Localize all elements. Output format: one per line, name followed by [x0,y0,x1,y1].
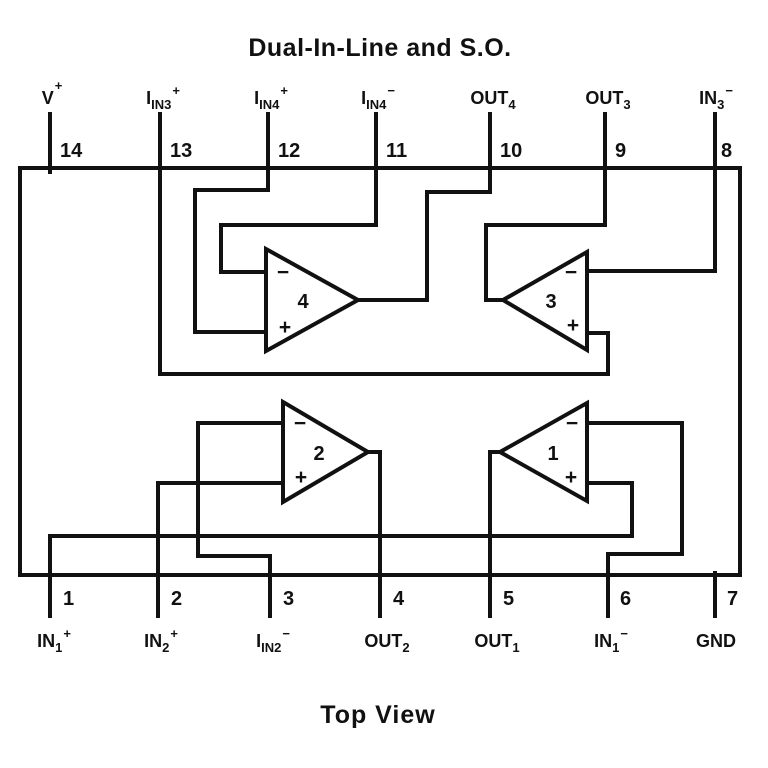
pin-10-label: OUT4 [470,88,516,112]
pin-13-label: IIN3+ [146,83,180,112]
opamp-4-minus-sign: − [277,261,289,284]
pin-9: 9 OUT3 [585,88,631,174]
pin-3-label: IIN2− [256,626,290,655]
bottom-pins: 1 IN1+ 2 IN2+ 3 IIN2− 4 OUT2 5 OUT1 6 IN… [37,571,738,655]
pin-6-label: IN1− [594,626,628,655]
pin-5: 5 OUT1 [474,571,520,655]
pin-7-number: 7 [727,588,738,610]
pin-7: 7 GND [696,571,738,651]
top-view-caption: Top View [320,701,435,729]
wire-pin2-to-amp2-plus [156,481,287,575]
pin-10-number: 10 [500,140,522,162]
pin-3: 3 IIN2− [256,571,294,655]
pin-13-number: 13 [170,140,192,162]
pin-1-label: IN1+ [37,626,71,655]
opamp-4-number: 4 [297,291,309,313]
diagram-title: Dual-In-Line and S.O. [248,34,511,62]
wire-pin12-to-amp4-plus [193,168,270,334]
opamp-1-body [495,399,589,505]
pin-11: 11 IIN4− [361,83,407,174]
opamp-1-plus-sign: + [565,466,577,489]
wire-pin4-to-amp2-out [364,450,382,575]
wire-pin13-to-amp3-plus [158,168,610,376]
pin-3-number: 3 [283,588,294,610]
opamp-1-number: 1 [547,443,558,465]
pin-10: 10 OUT4 [470,88,522,174]
wire-pin6-to-amp1-minus [583,421,684,575]
pin-13: 13 IIN3+ [146,83,192,174]
wire-pin11-to-amp4-minus [219,168,378,274]
opamp-1-minus-sign: − [566,412,578,435]
opamp-2-plus-sign: + [295,466,307,489]
pin-11-number: 11 [386,140,407,162]
pin-2: 2 IN2+ [144,571,182,655]
opamp-4-body [264,245,363,355]
pin-5-number: 5 [503,588,514,610]
opamp-3-minus-sign: − [565,261,577,284]
pin-9-number: 9 [615,140,626,162]
opamp-3-number: 3 [545,291,556,313]
pin-11-label: IIN4− [361,83,395,112]
pin-1: 1 IN1+ [37,571,74,655]
wire-pin1-to-amp1-plus [48,481,634,575]
pin-8: 8 IN3− [699,83,733,174]
opamp-2: − + 2 [281,398,372,506]
opamp-2-body [281,398,372,506]
pin-8-label: IN3− [699,83,733,112]
pin-2-number: 2 [171,588,182,610]
wire-pin10-to-amp4-out [354,168,492,302]
pin-12-label: IIN4+ [254,83,288,112]
pin-14-number: 14 [60,140,83,162]
wire-pin8-to-amp3-minus [583,168,717,273]
opamp-2-number: 2 [313,443,324,465]
pin-14-label: V+ [42,78,63,108]
pin-4-label: OUT2 [364,631,409,655]
pin-1-number: 1 [63,588,74,610]
pin-12-number: 12 [278,140,300,162]
wire-pin3-to-amp2-minus [196,421,287,575]
pin-6-number: 6 [620,588,631,610]
opamp-4: − + 4 [264,245,363,355]
pin-4: 4 OUT2 [364,571,410,655]
pin-9-label: OUT3 [585,88,630,112]
pin-8-number: 8 [721,140,732,162]
pin-14: 14 V+ [42,78,83,174]
wire-pin5-to-amp1-out [488,450,504,575]
pin-2-label: IN2+ [144,626,178,655]
internal-wires [48,168,717,575]
pin-6: 6 IN1− [594,571,631,655]
opamp-1: − + 1 [495,399,589,505]
pin-7-label: GND [696,631,736,651]
pin-5-label: OUT1 [474,631,519,655]
pin-12: 12 IIN4+ [254,83,300,174]
opamp-4-plus-sign: + [279,316,291,339]
top-pins: 14 V+ 13 IIN3+ 12 IIN4+ 11 IIN4− 10 OUT4… [42,78,733,174]
pin-4-number: 4 [393,588,405,610]
wire-pin9-to-amp3-out [484,168,607,302]
opamp-3: − + 3 [499,248,589,354]
opamp-3-plus-sign: + [567,314,579,337]
opamp-2-minus-sign: − [294,412,306,435]
opamp-3-body [499,248,589,354]
